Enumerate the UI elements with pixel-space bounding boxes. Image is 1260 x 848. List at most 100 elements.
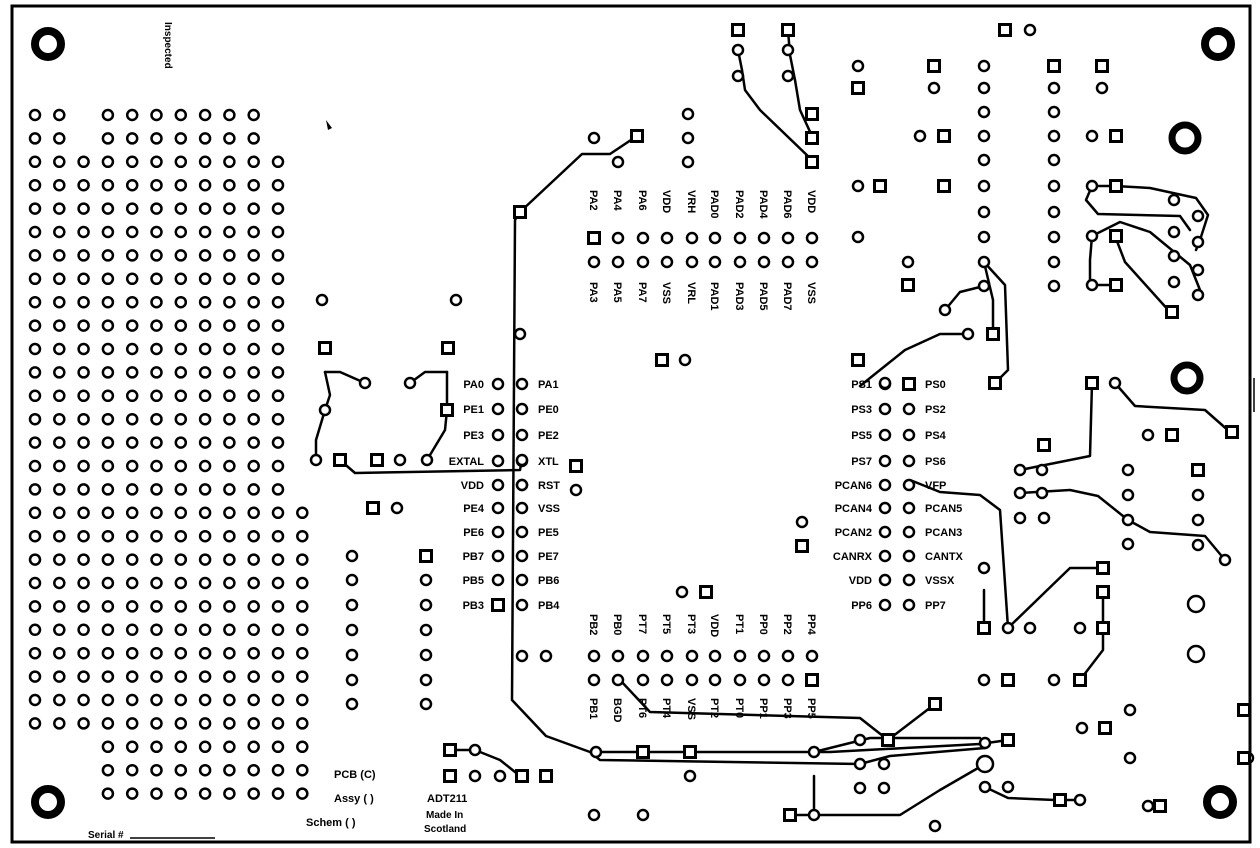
left-header-pin-label: PA1 (538, 379, 559, 391)
mounting-hole (1203, 785, 1237, 819)
pad-round (1191, 488, 1205, 502)
pad-square (1225, 425, 1239, 439)
pad-round (296, 763, 309, 777)
pad-round (977, 561, 991, 575)
pad-round (174, 108, 188, 122)
pad-square (1165, 305, 1179, 319)
pad-round (198, 763, 212, 777)
pad-square (1073, 673, 1087, 687)
right-header-pin-label: PP6 (851, 600, 872, 612)
pad-round (198, 366, 212, 379)
pad-round (247, 717, 260, 730)
trace (510, 210, 1010, 754)
pad-round (101, 693, 115, 707)
pad-round (198, 295, 212, 309)
pad-round (198, 483, 212, 496)
pad-round (1191, 513, 1205, 527)
pad-round (101, 623, 115, 637)
pad-round (708, 673, 722, 687)
pad-round (101, 319, 115, 332)
pad-round (101, 763, 115, 777)
pad-round (296, 553, 309, 566)
pad-round (150, 225, 163, 239)
pad-round (708, 255, 722, 269)
pad-round (938, 303, 952, 317)
pad-round (150, 529, 163, 543)
pad-round (419, 648, 433, 662)
pad-round (198, 108, 212, 122)
pad-square (366, 501, 380, 515)
pad-round (1123, 703, 1137, 717)
pad-round (53, 389, 66, 403)
pad-round (125, 740, 139, 754)
pad-round (174, 693, 188, 707)
trace (983, 785, 1082, 802)
pad-round (807, 808, 821, 822)
top-header-pin-label: VRH (685, 190, 697, 213)
pad-round (28, 132, 42, 145)
pad-round (902, 573, 916, 587)
bottom-header-pin-label: VDD (708, 614, 720, 637)
trace (858, 332, 970, 388)
pad-square (1095, 59, 1109, 73)
pad-round (271, 553, 285, 566)
pad-round (53, 295, 66, 309)
pad-round (902, 501, 916, 515)
pad-round (198, 740, 212, 754)
pad-square (805, 673, 819, 687)
pad-round (491, 402, 505, 416)
pad-round (271, 576, 285, 590)
pad-round (125, 576, 139, 590)
schem-label: Schem ( ) (306, 817, 356, 829)
pad-square (1109, 229, 1123, 243)
pad-square (1109, 129, 1123, 143)
pad-round (28, 693, 42, 707)
pad-round (247, 178, 260, 192)
mounting-hole (31, 785, 65, 819)
pad-round (978, 736, 992, 750)
pad-round (296, 693, 309, 707)
top-header-pin-label: VDD (805, 190, 817, 213)
pad-round (296, 717, 309, 730)
pad-round (125, 436, 139, 449)
pad-round (174, 787, 188, 800)
pad-round (390, 501, 404, 515)
pad-round (150, 646, 163, 660)
bottom-header-pin-label: PT5 (660, 614, 672, 634)
pad-round (28, 108, 42, 122)
pad-square (1191, 463, 1205, 477)
pad-round (174, 155, 188, 169)
pad-square (731, 23, 745, 37)
top-header-pin-label: PA6 (636, 190, 648, 211)
pad-round (28, 366, 42, 379)
pad-round (247, 693, 260, 707)
pad-round (223, 366, 236, 379)
pad-round (101, 483, 115, 496)
left-header-pin-label: XTL (538, 456, 559, 468)
pad-round (247, 763, 260, 777)
pad-round (271, 646, 285, 660)
pad-round (223, 389, 236, 403)
pad-round (53, 506, 66, 520)
right-header-pin-label: CANRX (833, 551, 873, 563)
pad-round (174, 202, 188, 215)
left-header-pin-label: PB3 (463, 600, 484, 612)
pad-round (420, 453, 434, 467)
pad-round (77, 553, 90, 566)
pad-round (101, 366, 115, 379)
pad-round (150, 342, 163, 356)
pad-round (1167, 225, 1181, 239)
pad-round (271, 202, 285, 215)
pad-round (223, 249, 236, 262)
pad-square (1096, 621, 1110, 635)
pad-square (988, 376, 1002, 390)
pad-round (247, 740, 260, 754)
right-header-pin-label: PP7 (925, 600, 946, 612)
pad-round (757, 231, 771, 245)
pad-round (419, 623, 433, 637)
bottom-header-pin-label: PT7 (636, 614, 648, 634)
pad-round (513, 327, 527, 341)
pad-round (1218, 553, 1232, 567)
top-header-pin-label: PAD0 (708, 190, 720, 219)
pad-round (271, 178, 285, 192)
